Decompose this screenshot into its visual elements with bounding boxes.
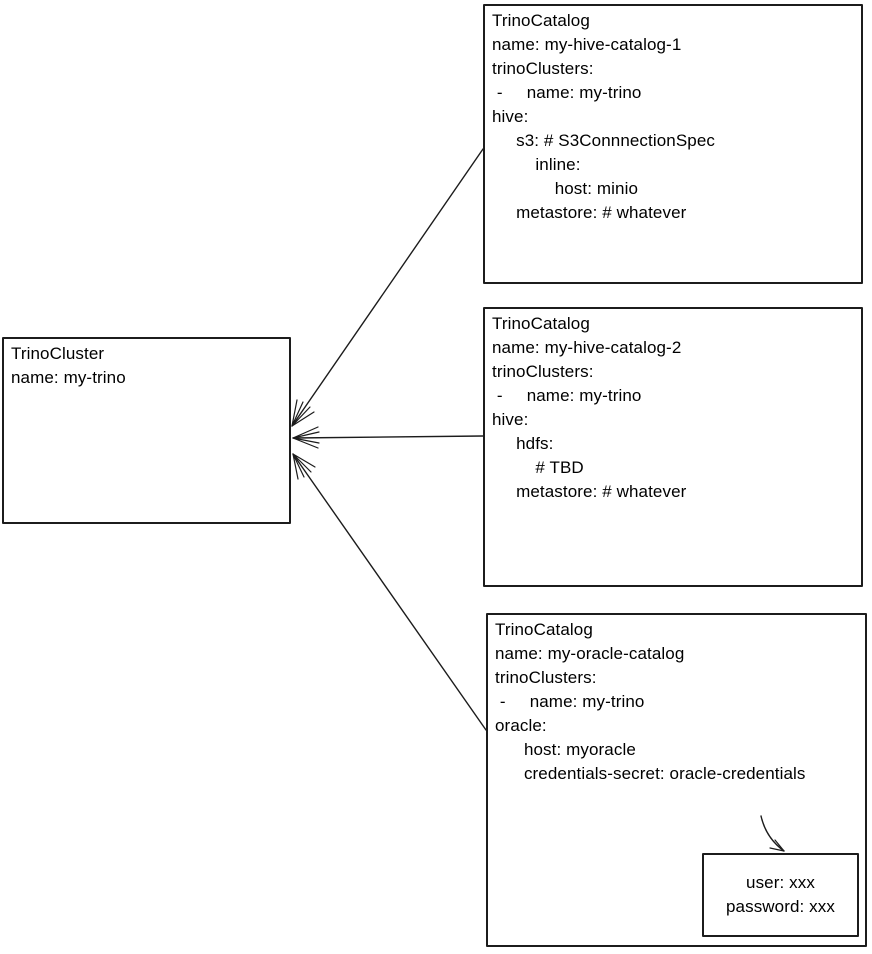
- oracle-credentials-secret-text: user: xxx password: xxx: [725, 873, 835, 916]
- trino-catalog-hive-1-text: TrinoCatalog name: my-hive-catalog-1 tri…: [492, 11, 715, 222]
- trino-catalog-box-hive-1: TrinoCatalog name: my-hive-catalog-1 tri…: [483, 4, 863, 284]
- trino-catalog-box-hive-2: TrinoCatalog name: my-hive-catalog-2 tri…: [483, 307, 863, 587]
- connector-hive-2-to-cluster: [292, 426, 484, 449]
- arrowhead-icon: [292, 453, 316, 480]
- trino-cluster-text: TrinoCluster name: my-trino: [11, 344, 126, 387]
- connector-oracle-to-cluster: [292, 453, 487, 731]
- trino-catalog-box-oracle: TrinoCatalog name: my-oracle-catalog tri…: [486, 613, 867, 947]
- oracle-credentials-secret-box: user: xxx password: xxx: [702, 853, 859, 937]
- trino-catalog-hive-2-text: TrinoCatalog name: my-hive-catalog-2 tri…: [492, 314, 687, 501]
- connector-hive-1-to-cluster: [291, 148, 484, 427]
- arrowhead-icon: [292, 426, 320, 449]
- trino-cluster-box: TrinoCluster name: my-trino: [2, 337, 291, 524]
- trino-catalog-oracle-text: TrinoCatalog name: my-oracle-catalog tri…: [495, 620, 806, 783]
- arrowhead-icon: [291, 399, 315, 427]
